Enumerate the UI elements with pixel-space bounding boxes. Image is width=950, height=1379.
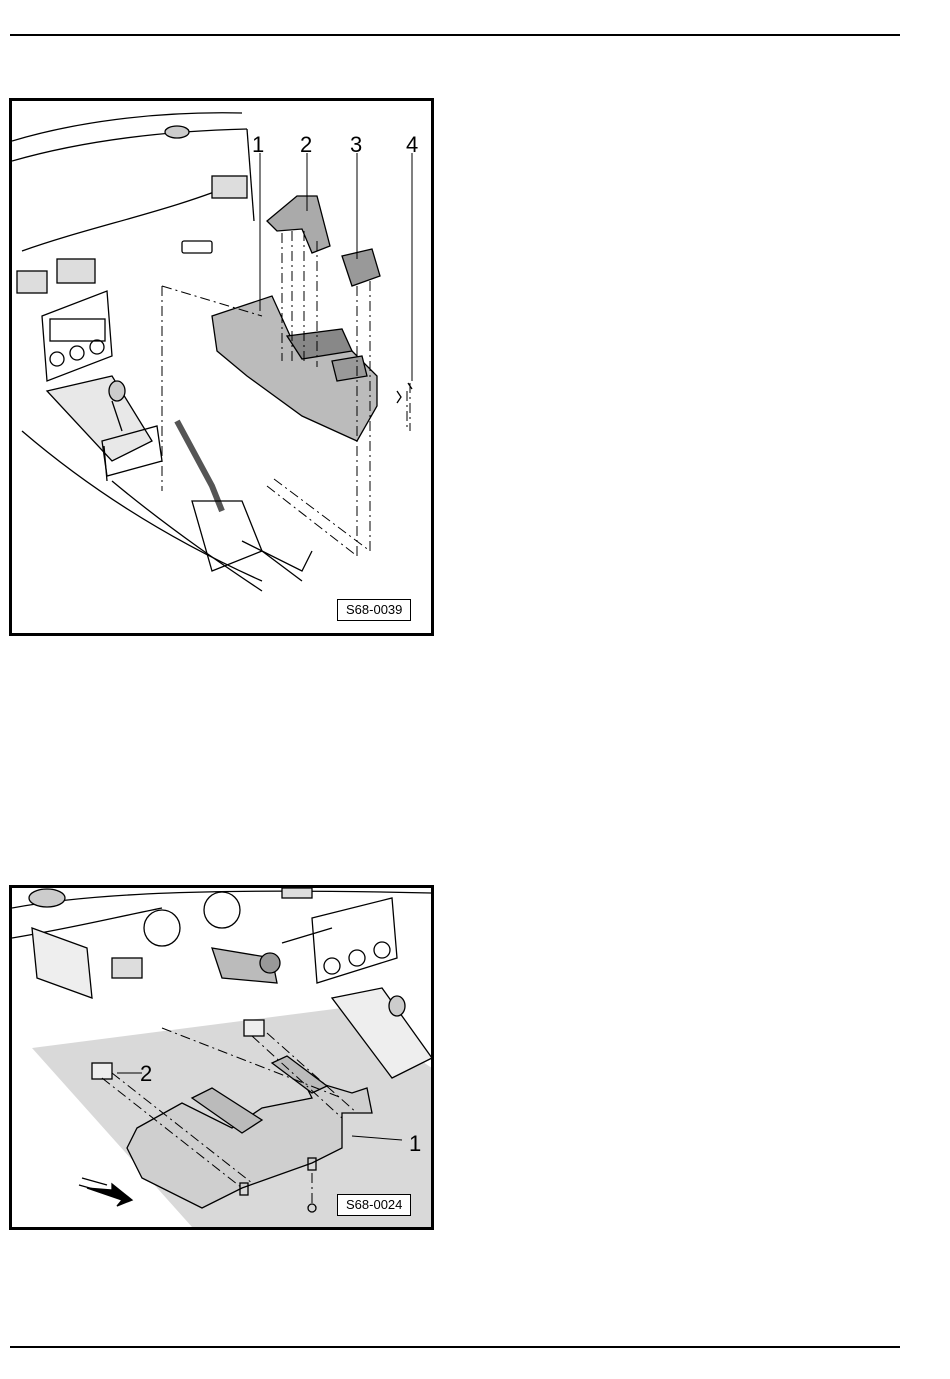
header-rule [10,34,900,36]
callout-1: 1 [252,134,264,156]
callout-2: 2 [300,134,312,156]
footer-rule [10,1346,900,1348]
figure-code: S68-0039 [337,599,411,621]
callout-1: 1 [409,1133,421,1155]
callout-2: 2 [140,1063,152,1085]
callout-4: 4 [406,134,418,156]
callout-3: 3 [350,134,362,156]
floor-cover-illustration [12,888,431,1227]
figure-center-console: 1 2 3 4 S68-0039 [9,98,434,636]
center-console-illustration [12,101,431,633]
figure-floor-cover: 2 1 S68-0024 [9,885,434,1230]
figure-code: S68-0024 [337,1194,411,1216]
